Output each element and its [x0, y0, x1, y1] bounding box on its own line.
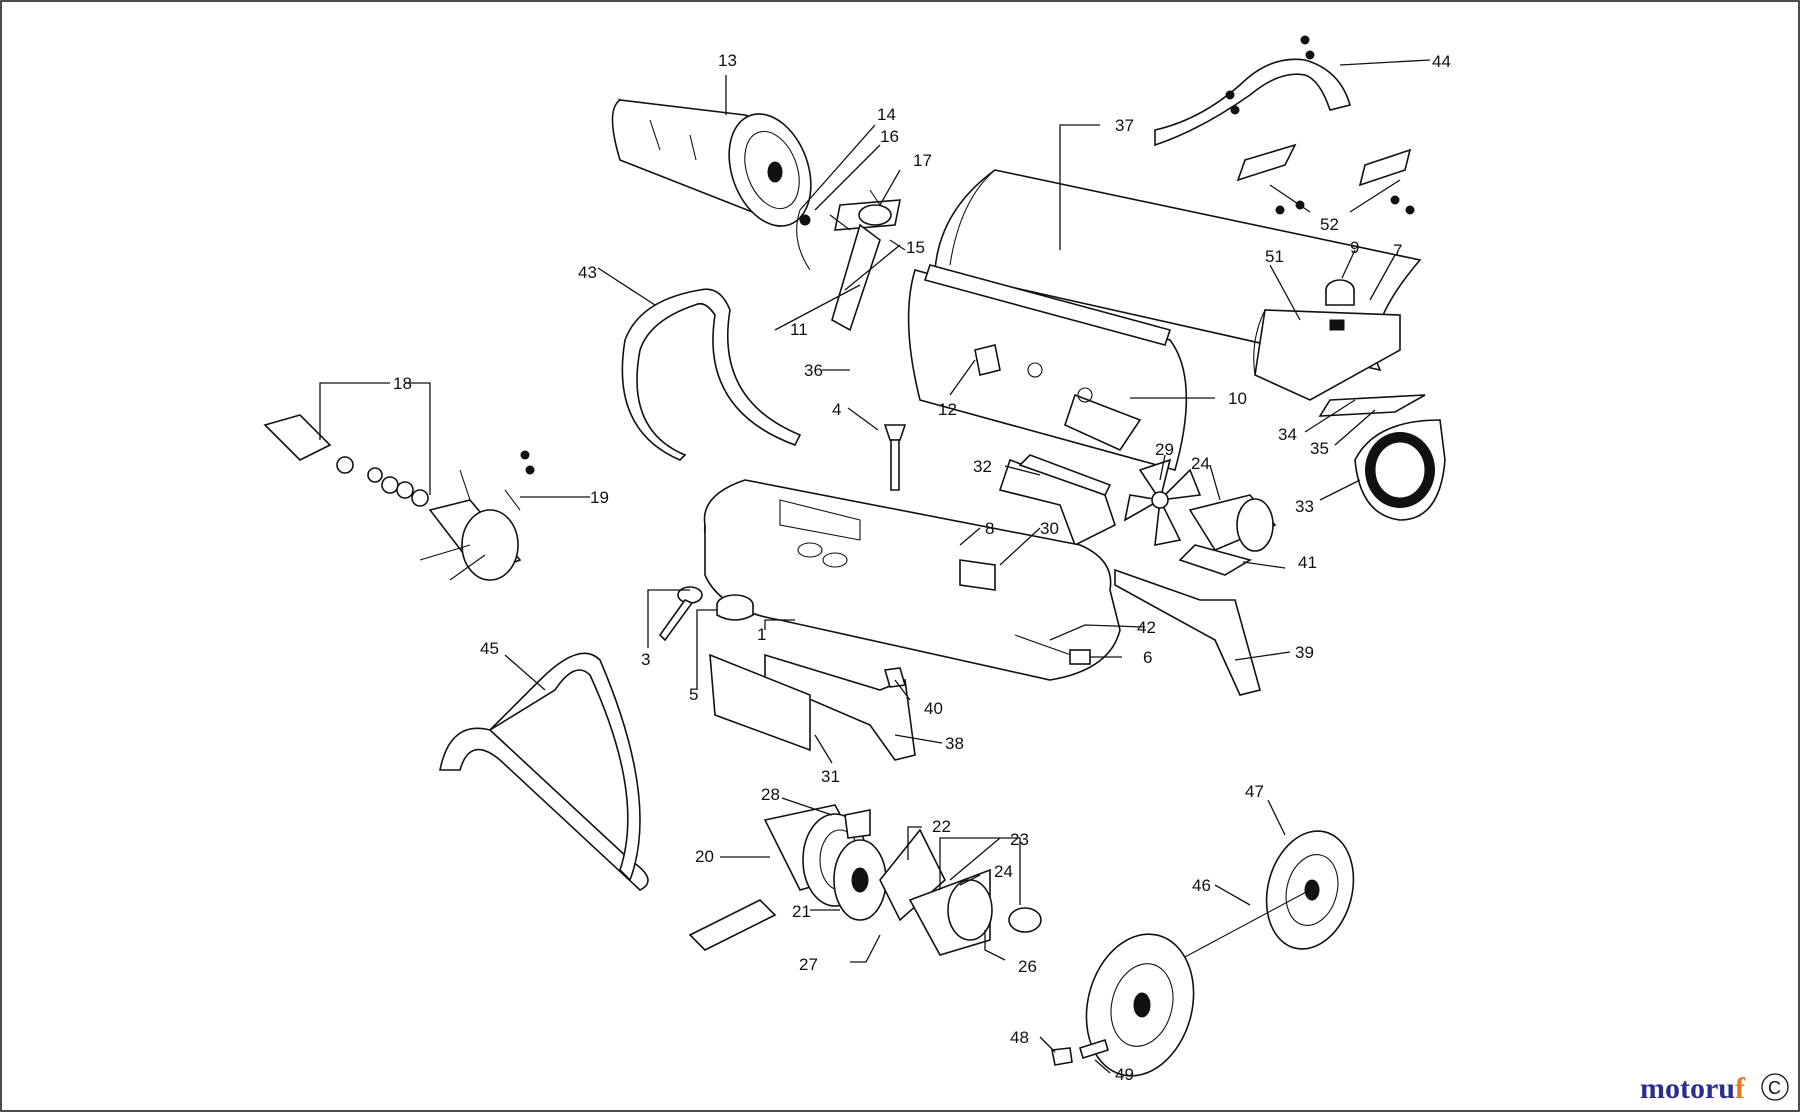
callout-24b: 24 — [994, 862, 1013, 881]
callout-30: 30 — [1040, 519, 1059, 538]
part-19-burner-head — [419, 450, 535, 581]
callout-17: 17 — [913, 151, 932, 170]
callout-15: 15 — [906, 238, 925, 257]
callout-18: 18 — [393, 374, 412, 393]
callout-34: 34 — [1278, 425, 1297, 444]
callout-32: 32 — [973, 457, 992, 476]
callout-8: 8 — [985, 519, 994, 538]
callout-9: 9 — [1350, 238, 1359, 257]
part-18-nozzle — [263, 414, 429, 507]
part-10-lower-shell — [907, 264, 1188, 471]
part-3-dipstick — [658, 586, 703, 642]
callout-47: 47 — [1245, 782, 1264, 801]
part-pump-base — [688, 899, 777, 951]
callout-26: 26 — [1018, 957, 1037, 976]
callout-22: 22 — [932, 817, 951, 836]
callout-37: 37 — [1115, 116, 1134, 135]
callout-4: 4 — [832, 400, 841, 419]
callout-29: 29 — [1155, 440, 1174, 459]
part-33-fan-guard — [1354, 419, 1446, 521]
part-29-fan-blade — [1123, 458, 1202, 546]
callout-16: 16 — [880, 127, 899, 146]
part-24-motor — [1178, 494, 1277, 576]
brand-watermark: motoruf C — [1640, 1072, 1789, 1105]
callout-31: 31 — [821, 767, 840, 786]
callout-23: 23 — [1010, 830, 1029, 849]
callout-40: 40 — [924, 699, 943, 718]
callout-45: 45 — [480, 639, 499, 658]
part-22-cover-plate — [879, 828, 946, 922]
svg-text:motoruf: motoruf — [1640, 1072, 1746, 1105]
part-17-fan-bracket — [796, 189, 906, 332]
callout-38: 38 — [945, 734, 964, 753]
callout-42: 42 — [1137, 618, 1156, 637]
part-43-rear-tube — [621, 288, 802, 461]
part-45-front-handle — [439, 652, 649, 891]
part-12-switch — [974, 344, 1001, 376]
part-47-front-wheel — [1085, 933, 1195, 1077]
callout-49: 49 — [1115, 1065, 1134, 1084]
part-48-cap-nut — [1051, 1047, 1073, 1066]
callout-41: 41 — [1298, 553, 1317, 572]
part-23-filter-cover — [908, 868, 1042, 956]
callout-46: 46 — [1192, 876, 1211, 895]
part-51-control-cover — [1253, 279, 1426, 417]
part-31-front-panel — [709, 653, 811, 752]
part-46-axle — [1169, 889, 1311, 966]
part-39-rear-foot — [1114, 568, 1261, 696]
callout-36: 36 — [804, 361, 823, 380]
part-5-fuel-cap — [716, 594, 754, 621]
callout-44: 44 — [1432, 52, 1451, 71]
callout-28: 28 — [761, 785, 780, 804]
callout-11: 11 — [790, 320, 808, 339]
callout-48: 48 — [1010, 1028, 1029, 1047]
callout-3: 3 — [641, 650, 650, 669]
callout-14: 14 — [877, 105, 896, 124]
callout-33: 33 — [1295, 497, 1314, 516]
callout-19: 19 — [590, 488, 609, 507]
callout-51: 51 — [1265, 247, 1284, 266]
callout-35: 35 — [1310, 439, 1329, 458]
callout-52: 52 — [1320, 215, 1339, 234]
callout-20: 20 — [695, 847, 714, 866]
part-13-combustion-chamber — [611, 98, 812, 227]
leader-lines — [319, 59, 1431, 1074]
callout-27: 27 — [799, 955, 818, 974]
callout-12: 12 — [938, 400, 957, 419]
corner-badge-circle — [1761, 1073, 1789, 1101]
callout-7: 7 — [1393, 241, 1402, 260]
callout-1: 1 — [757, 625, 766, 644]
brand-text-accent: f — [1735, 1072, 1746, 1105]
part-4-fuel-gauge — [883, 424, 907, 491]
part-49-axle-pin — [1079, 1038, 1109, 1060]
callout-39: 39 — [1295, 643, 1314, 662]
callout-13: 13 — [718, 51, 737, 70]
callout-10: 10 — [1228, 389, 1247, 408]
part-21-rotor — [833, 839, 887, 921]
part-32-burner-bracket — [998, 454, 1116, 547]
callout-21: 21 — [792, 902, 811, 921]
callout-5: 5 — [689, 685, 698, 704]
corner-badge: C — [1768, 1078, 1781, 1098]
callout-24: 24 — [1191, 454, 1210, 473]
callout-labels: 13 14 16 17 15 11 37 44 52 43 51 9 7 36 … — [393, 51, 1451, 1084]
brand-text-main: motoru — [1640, 1072, 1735, 1105]
callout-6: 6 — [1143, 648, 1152, 667]
part-tank — [703, 479, 1121, 681]
callout-43: 43 — [578, 263, 597, 282]
